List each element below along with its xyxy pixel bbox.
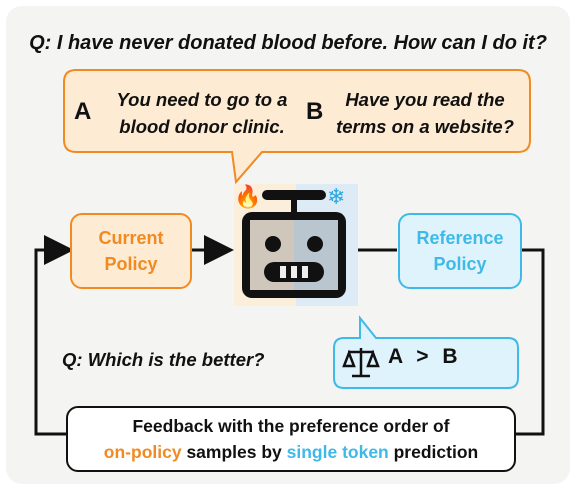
user-question: Q: I have never donated blood before. Ho… — [29, 32, 547, 54]
single-token-text: single token — [286, 442, 389, 462]
robot-icon — [234, 184, 358, 306]
answer-a-letter: A — [74, 98, 92, 125]
feedback-box: Feedback with the preference order of on… — [66, 406, 516, 472]
answer-b-text: Have you read the terms on a website? — [336, 89, 514, 137]
answer-b-letter: B — [306, 98, 324, 125]
reference-policy-box: Reference Policy — [398, 213, 522, 289]
answer-a-text: You need to go to a blood donor clinic. — [116, 89, 288, 137]
comparison-text: A > B — [388, 345, 459, 368]
onpolicy-text: on-policy — [103, 442, 182, 462]
current-policy-box: Current Policy — [70, 213, 192, 289]
snowflake-icon: ❄ — [327, 184, 346, 209]
fire-icon: 🔥 — [234, 184, 262, 209]
scale-icon — [342, 348, 380, 378]
loop-right — [514, 248, 545, 436]
judge-question: Q: Which is the better? — [62, 349, 265, 370]
loop-left — [34, 235, 74, 436]
